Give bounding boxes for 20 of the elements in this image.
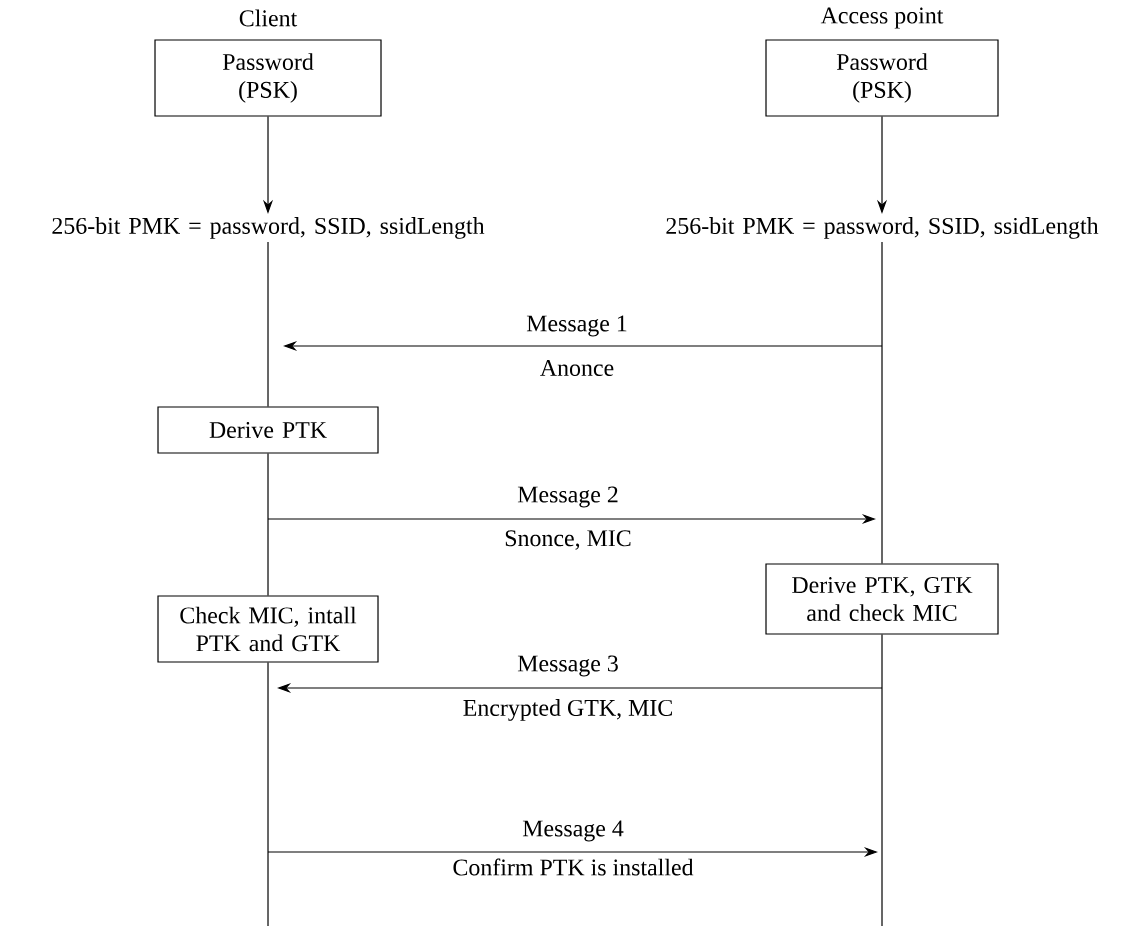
message-label: Snonce, MIC xyxy=(505,530,631,550)
lifeline xyxy=(881,241,883,564)
message-label: Encrypted GTK, MIC xyxy=(463,699,672,721)
message-label: Message 2 xyxy=(517,486,618,508)
process-box: Password (PSK) xyxy=(154,39,382,117)
message-label: Message 3 xyxy=(517,655,618,677)
message-label: Message 4 xyxy=(522,820,624,842)
process-box: Check MIC, intall PTK and GTK xyxy=(157,595,379,663)
lifeline xyxy=(267,662,269,926)
formula-text: 256-bit PMK = password, SSID, ssidLength xyxy=(666,217,1099,239)
formula-text: 256-bit PMK = password, SSID, ssidLength xyxy=(52,217,485,239)
process-box: Password (PSK) xyxy=(765,39,999,117)
process-box: Derive PTK xyxy=(157,406,379,454)
message-label: Anonce xyxy=(540,360,614,376)
message-label: Message 1 xyxy=(526,315,627,337)
message-label: Confirm PTK is installed xyxy=(453,858,694,876)
lifeline xyxy=(267,453,269,596)
lifeline xyxy=(881,634,883,926)
lifeline xyxy=(267,241,269,407)
process-box: Derive PTK, GTK and check MIC xyxy=(765,563,999,635)
